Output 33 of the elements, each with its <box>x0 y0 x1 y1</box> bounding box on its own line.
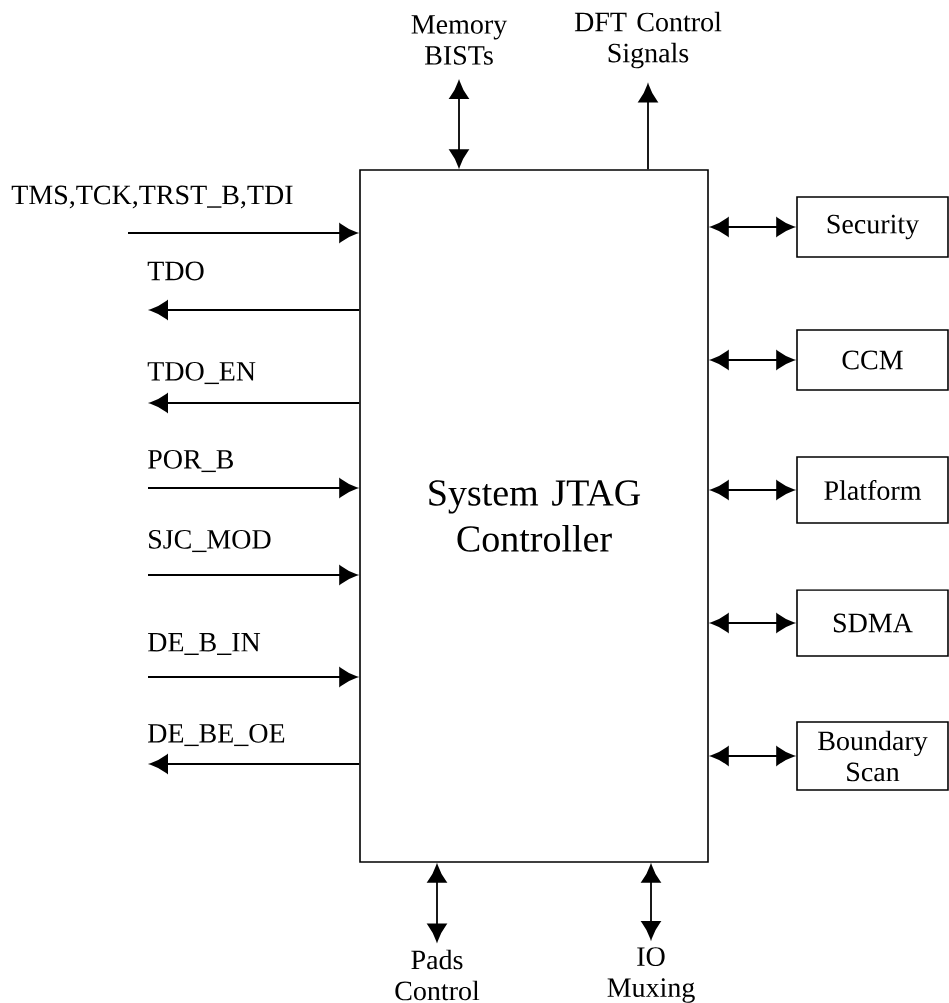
port-label: DFT Control Signals <box>574 11 722 69</box>
signal-label: DE_BE_OE <box>146 722 287 748</box>
arrow <box>710 480 795 500</box>
arrow <box>127 223 358 243</box>
signal-label: SJC_MOD <box>146 528 273 554</box>
arrow <box>147 565 358 585</box>
signal-label: TDO <box>146 260 206 282</box>
controller-box: System JTAG Controller <box>359 169 709 863</box>
block-box: Platform <box>796 456 949 524</box>
arrow <box>427 864 447 942</box>
port-label: IO Muxing <box>607 947 695 1003</box>
arrow <box>710 613 795 633</box>
arrow <box>710 217 795 237</box>
arrow <box>147 667 358 687</box>
arrow <box>449 80 469 168</box>
arrow <box>638 84 658 171</box>
signal-label: TDO_EN <box>146 360 258 386</box>
signal-label: POR_B <box>146 448 236 474</box>
block-box: SDMA <box>796 589 949 657</box>
port-label: Memory BISTs <box>411 15 508 65</box>
block-box: Security <box>796 196 949 258</box>
arrow <box>149 300 361 320</box>
block-box: Boundary Scan <box>796 721 949 791</box>
arrow <box>149 393 361 413</box>
arrow <box>710 746 795 766</box>
port-label: Pads Control <box>395 949 480 1001</box>
block-box: CCM <box>796 329 949 391</box>
arrow <box>149 754 361 774</box>
arrow <box>710 350 795 370</box>
signal-label: TMS,TCK,TRST_B,TDI <box>10 184 295 210</box>
arrow <box>147 478 358 498</box>
arrow <box>641 864 661 940</box>
signal-label: DE_B_IN <box>146 632 262 656</box>
